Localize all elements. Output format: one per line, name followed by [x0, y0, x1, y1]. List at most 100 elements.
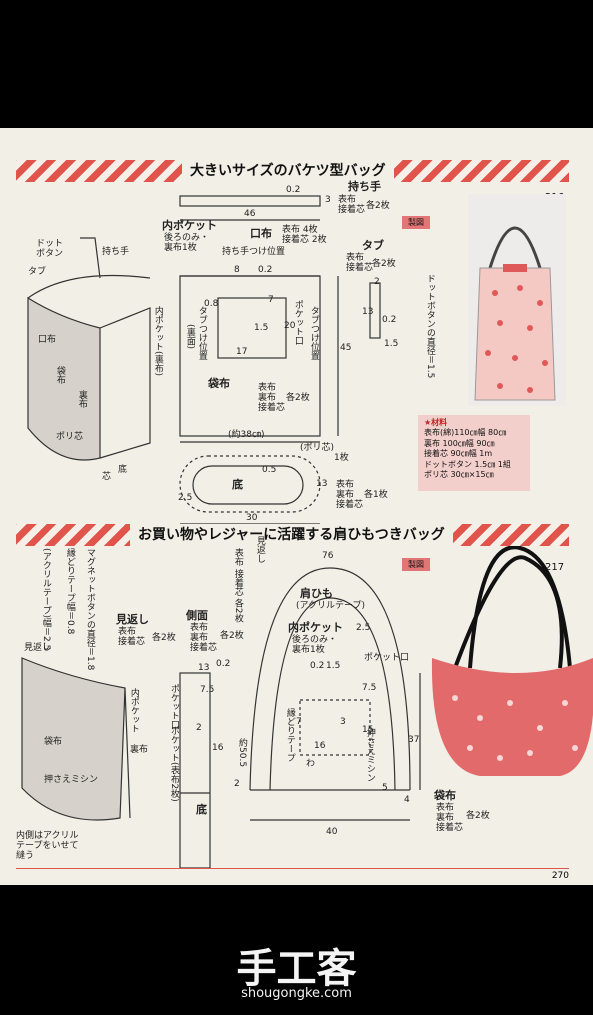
dim2-7.5b: 7.5 [362, 683, 377, 693]
section1-badge: 製図 [402, 216, 430, 229]
sokumen-qty: 各2枚 [220, 631, 244, 641]
materials-line: ポリ芯 30㎝×15㎝ [424, 469, 494, 479]
footer-rule [16, 868, 569, 869]
soko-small: 底 [118, 465, 128, 475]
kuchinuno-title: 口布 [250, 227, 272, 240]
tab-pos-right: タブつけ位置 [308, 306, 319, 360]
materials-line: 接着芯 90㎝幅 1m [424, 449, 493, 459]
dim-1.5: 1.5 [254, 323, 269, 333]
acryl-tape-label: (アクリルテープ)幅＝2.5 [40, 548, 51, 651]
dim-45: 45 [340, 343, 352, 353]
dim2-15: 15 [362, 725, 374, 735]
dim-1.5b: 1.5 [384, 339, 399, 349]
tab-fabric: 表布 接着芯 [346, 253, 374, 273]
uchipocket2-sub: 後ろのみ・ 裏布1枚 [292, 635, 338, 655]
uchipocket-vertical: 内ポケット(裏布) [152, 306, 163, 377]
dim2-2b: 2 [234, 779, 240, 789]
katahimo-sub: (アクリルテープ) [296, 601, 366, 611]
katahimo-title: 肩ひも [300, 587, 333, 600]
pattern-drawings [21, 194, 593, 869]
materials-line: ドットボタン 1.5㎝ 1組 [424, 459, 511, 469]
dim-8: 8 [234, 265, 240, 275]
kuchinuno-fabric: 表布 4枚 接着芯 2枚 [282, 225, 327, 245]
sokumen-fabric: 表布 裏布 接着芯 [190, 623, 218, 653]
pocket-kuchi: ポケット口 [292, 300, 303, 345]
tab-qty: 各2枚 [372, 259, 396, 269]
migaeshi-title: 見返し [116, 613, 149, 626]
dim2-2.5: 2.5 [356, 623, 371, 633]
dim-13b: 13 [316, 479, 328, 489]
wa-label: わ [306, 759, 316, 769]
dim2-40: 40 [326, 827, 338, 837]
dim2-7.5: 7.5 [200, 685, 215, 695]
dim2-0.2b: 0.2 [310, 661, 325, 671]
bukuro-fabric: 表布 裏布 接着芯 [258, 383, 286, 413]
materials-line: 裏布 100㎝幅 90㎝ [424, 438, 495, 448]
uchipocket2-v: 内ポケット [128, 688, 139, 733]
dim2-37: 37 [408, 735, 420, 745]
mochite-pos-label: 持ち手つけ位置 [222, 247, 286, 257]
dim2-76: 76 [322, 551, 334, 561]
tab-title: タブ [362, 239, 384, 252]
bukuro-back: (裏面) [184, 324, 195, 350]
dim2-16b: 16 [314, 741, 326, 751]
osae-label: 押さえミシン [44, 775, 99, 785]
soko-fabric: 表布 裏布 接着芯 [336, 480, 364, 510]
migaeshi-vertical-fabric: 表布 接着芯 各2枚 [232, 548, 243, 623]
approx50: 約50.5 [236, 738, 247, 768]
qty1: 1枚 [334, 453, 349, 463]
ura-side: 裏布 [76, 390, 87, 408]
dim-0.5: 0.5 [262, 465, 277, 475]
dim-30: 30 [246, 513, 258, 523]
dim2-4: 4 [404, 795, 410, 805]
pattern-page: 大きいサイズのバケツ型バッグ 216 製図 [0, 128, 593, 885]
uchipocket-sub: 後ろのみ・ 裏布1枚 [164, 233, 210, 253]
page-number: 270 [551, 871, 569, 881]
materials-line: 表布(綿)110㎝幅 80㎝ [424, 428, 507, 438]
dim2-0.2: 0.2 [216, 659, 231, 669]
bukuro2-title: 袋布 [434, 789, 456, 802]
dim2-3: 3 [340, 717, 346, 727]
bukuro-title: 袋布 [208, 377, 230, 390]
materials-heading: ★材料 [424, 418, 448, 427]
tab-pos-left: タブつけ位置 [196, 306, 207, 360]
polishin1: (ポリ芯) [300, 443, 335, 453]
materials-box: ★材料 表布(綿)110㎝幅 80㎝ 裏布 100㎝幅 90㎝ 接着芯 90㎝幅… [418, 415, 530, 491]
mochite-fabric: 表布 接着芯 [338, 195, 366, 215]
bukuro2-qty: 各2枚 [466, 811, 490, 821]
kuchinuno-small: 口布 [38, 335, 57, 345]
bukuro2-fabric: 表布 裏布 接着芯 [436, 803, 464, 833]
dim-7: 7 [268, 295, 274, 305]
watermark-logo: 手工客 [236, 946, 357, 992]
dim2-13: 13 [198, 663, 210, 673]
fuchidori-label: 縁どりテープ幅＝0.8 [64, 548, 75, 635]
dim2-16: 16 [212, 743, 224, 753]
migaeshi-vertical: 見返し [254, 536, 265, 563]
dim-3: 3 [325, 195, 331, 205]
sokumen-title: 側面 [186, 609, 208, 622]
dim2-2: 2 [196, 723, 202, 733]
dim-2: 2 [374, 277, 380, 287]
migaeshi-fabric: 表布 接着芯 [118, 627, 146, 647]
fuchidori-tape: 縁どりテープ [284, 708, 295, 762]
polishin-label: ポリ芯 [56, 432, 84, 442]
magnet-label: マグネットボタンの直径＝1.8 [84, 548, 95, 671]
dim-0.2c: 0.2 [382, 315, 397, 325]
dim-13: 13 [362, 307, 374, 317]
migaeshi-small: 見返し [24, 643, 52, 653]
section2-number: 217 [545, 562, 565, 573]
dim-0.8: 0.8 [204, 299, 219, 309]
soko-qty: 各1枚 [364, 490, 388, 500]
dot-button-label: ドット ボタン [36, 239, 64, 259]
pocket-v: ポケット(表布2枚) [168, 726, 179, 802]
tab-label: タブ [28, 267, 47, 277]
dim-20: 20 [284, 321, 296, 331]
migaeshi-qty: 各2枚 [152, 633, 176, 643]
soko2-title: 底 [196, 803, 207, 816]
dim-46: 46 [244, 209, 256, 219]
dim2-1.5: 1.5 [326, 661, 341, 671]
dim-17: 17 [236, 347, 248, 357]
osae-mishin: 押さえミシン [364, 728, 375, 782]
dim2-5: 5 [382, 783, 388, 793]
soko-title: 底 [232, 478, 243, 491]
